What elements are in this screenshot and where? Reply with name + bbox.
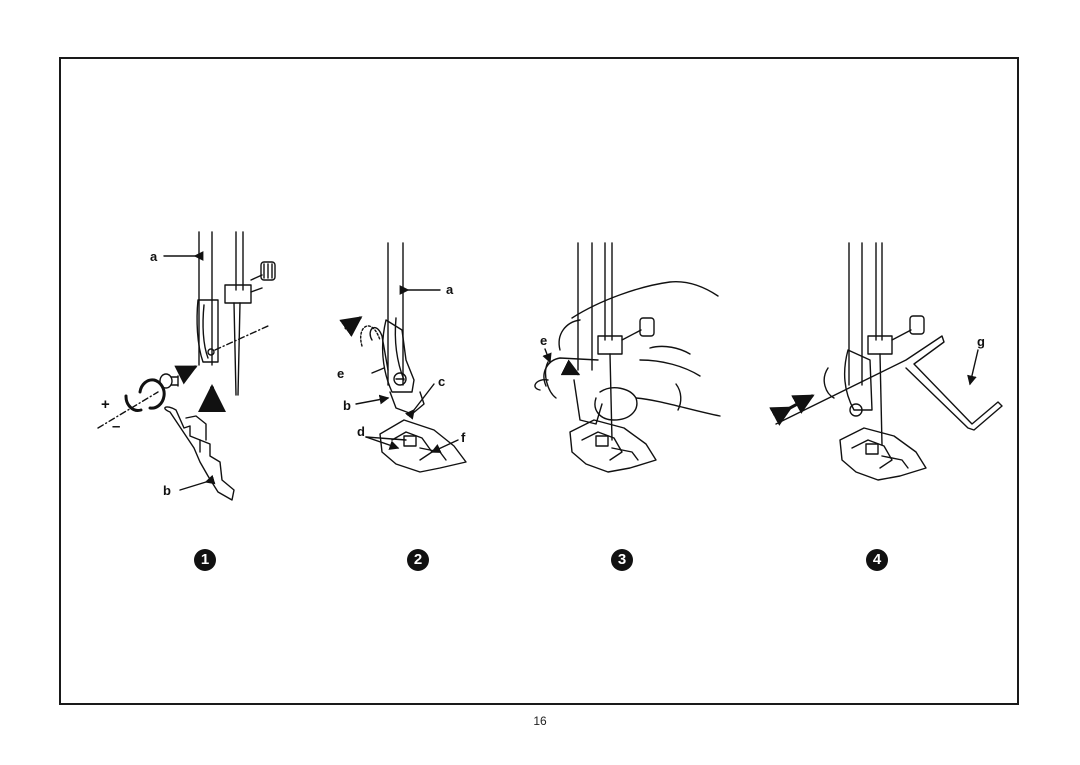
- figure-1-presser-foot-removal: [97, 231, 276, 501]
- arrow-right-icon: [174, 365, 198, 385]
- fig4-label-g: g: [977, 334, 985, 349]
- fig2-label-e: e: [337, 366, 344, 381]
- hex-wrench-icon: [775, 335, 1003, 431]
- fig2-label-c: c: [438, 374, 445, 389]
- fig2-label-f: f: [461, 430, 466, 445]
- step-number-4: 4: [866, 549, 888, 571]
- fig1-label-b: b: [163, 483, 171, 498]
- fig2-label-a: a: [446, 282, 454, 297]
- step-number-2: 2: [407, 549, 429, 571]
- rotate-icon: [97, 378, 166, 429]
- step-number-1: 1: [194, 549, 216, 571]
- fig3-label-e: e: [540, 333, 547, 348]
- arrow-double-icon: [769, 394, 815, 426]
- figure-4-screwdriver-tightening: [769, 242, 1003, 481]
- figure-2-presser-foot-attach: [339, 242, 467, 473]
- step-number-3: 3: [611, 549, 633, 571]
- fig1-label-minus: –: [112, 418, 120, 435]
- arrow-up-right-icon: [339, 316, 363, 338]
- fig1-label-a: a: [150, 249, 158, 264]
- page-number: 16: [533, 714, 547, 728]
- fig1-label-plus: +: [101, 396, 110, 413]
- figure-3-hand-lowering-foot: [534, 242, 721, 473]
- fig2-label-b: b: [343, 398, 351, 413]
- arrow-right-icon: [560, 359, 581, 376]
- page-frame: [59, 57, 1019, 705]
- fig2-label-d: d: [357, 424, 365, 439]
